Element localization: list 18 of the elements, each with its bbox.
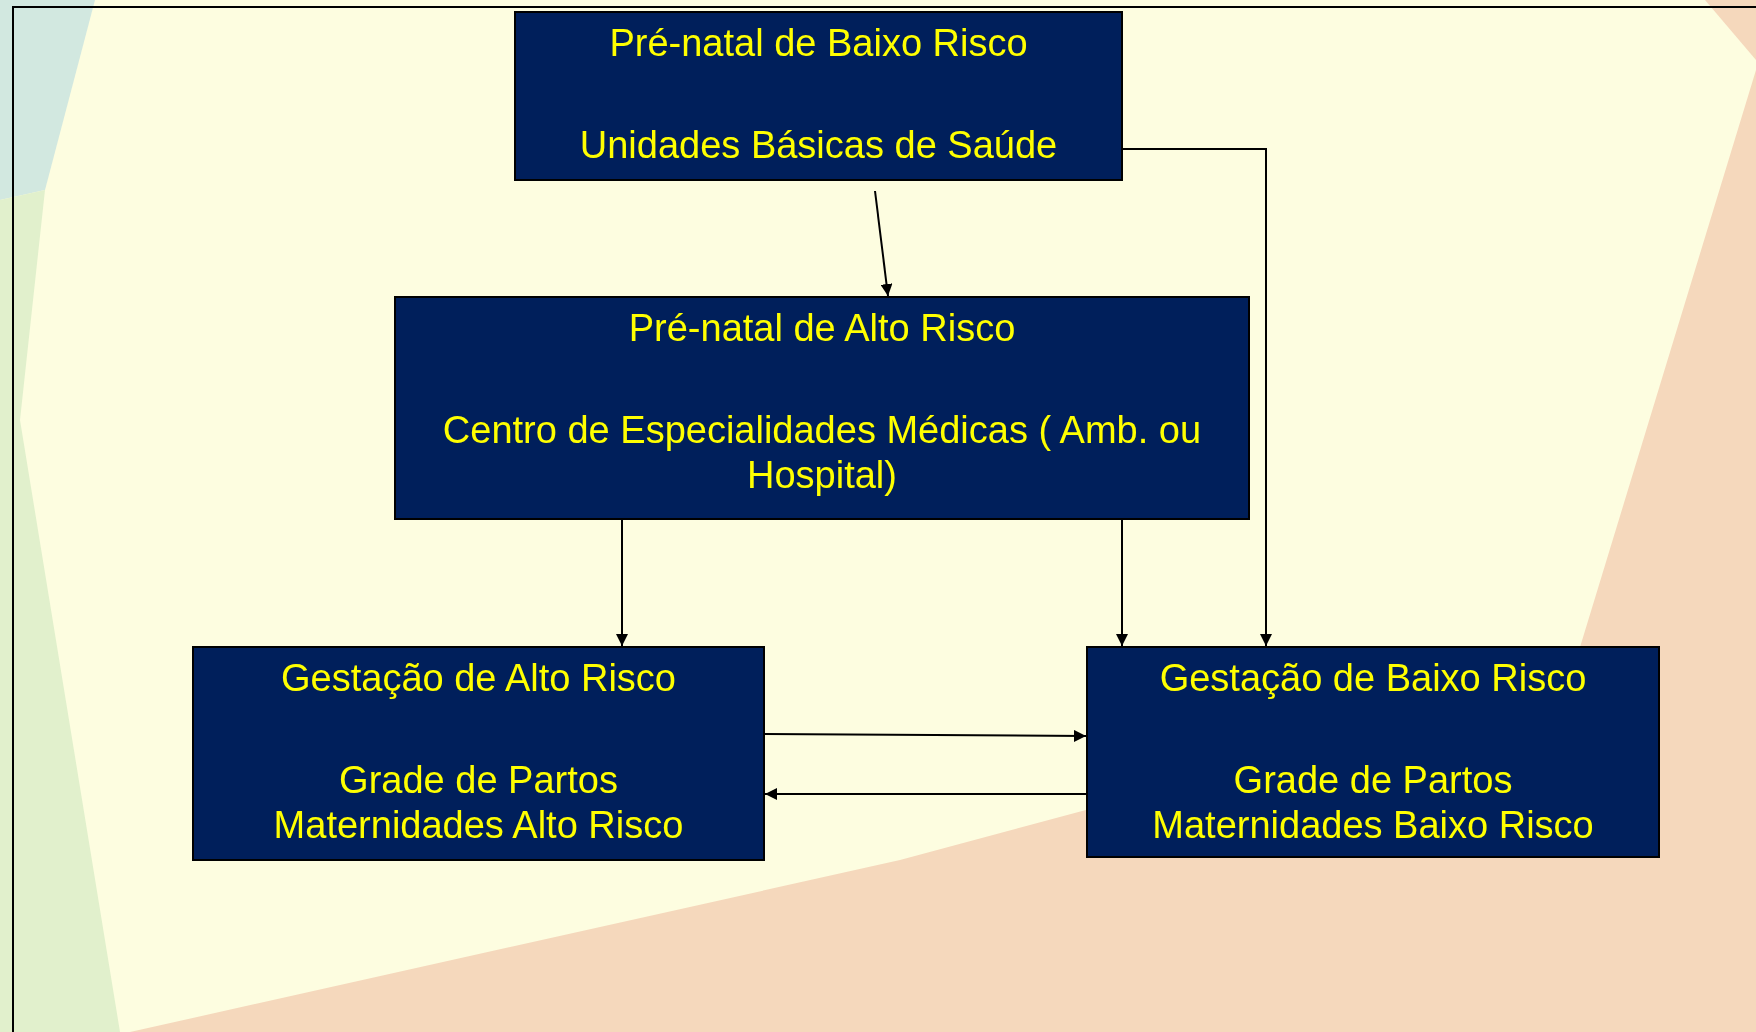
box-heading: Gestação de Baixo Risco [1158, 656, 1588, 701]
process-box [394, 296, 1250, 520]
box-text: Grade de Partos Maternidades Baixo Risco [1151, 757, 1595, 849]
box-heading: Pré-natal de Baixo Risco [608, 21, 1029, 66]
process-box [192, 646, 765, 861]
process-box [514, 11, 1123, 181]
arrow [1122, 148, 1272, 647]
arrow [874, 190, 893, 297]
arrow [764, 788, 1087, 800]
box-text: Unidades Básicas de Saúde [578, 122, 1059, 168]
box-text: Centro de Especialidades Médicas ( Amb. ou Hospital) [441, 407, 1203, 499]
arrow [1116, 519, 1128, 647]
arrow [616, 519, 628, 647]
arrow [764, 729, 1087, 742]
box-heading: Gestação de Alto Risco [280, 656, 677, 701]
box-text: Grade de Partos Maternidades Alto Risco [272, 757, 685, 849]
box-heading: Pré-natal de Alto Risco [627, 306, 1017, 351]
process-box [1086, 646, 1660, 858]
